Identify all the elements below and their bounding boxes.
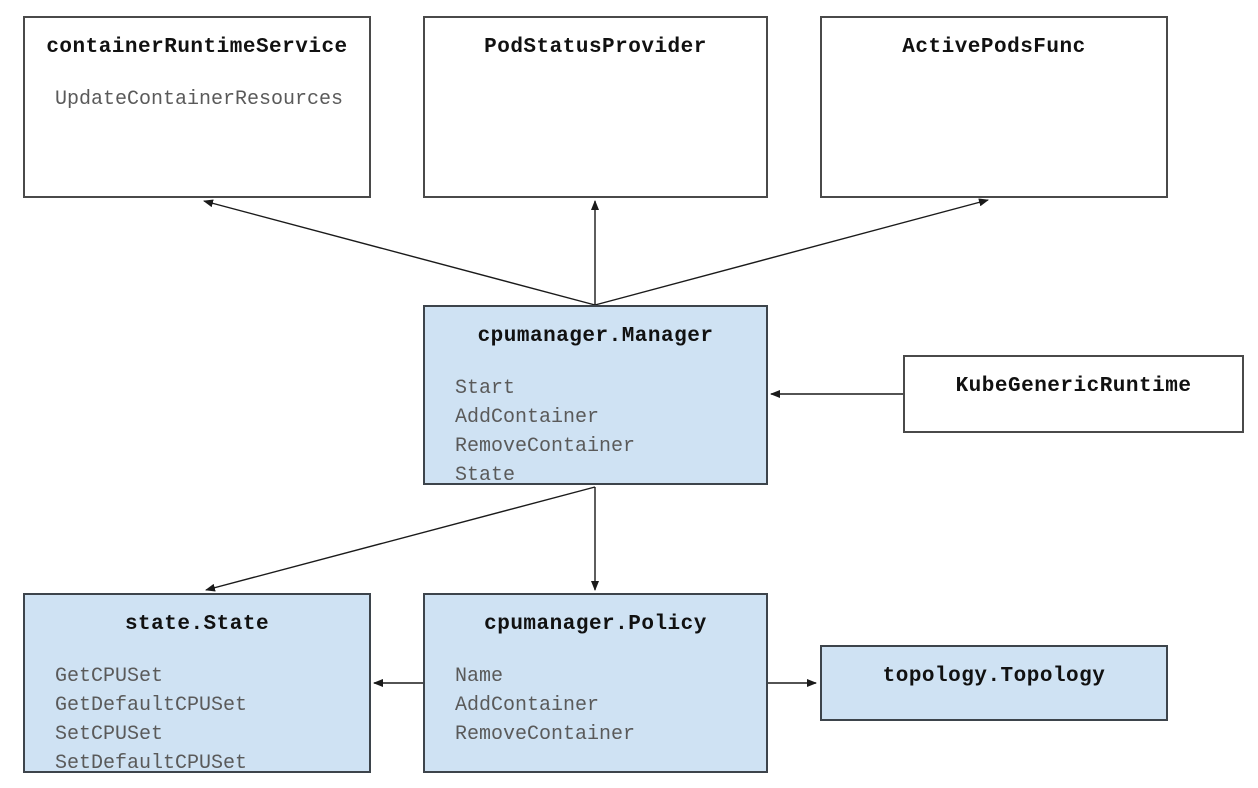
method: Start bbox=[455, 377, 516, 400]
method-list: Start AddContainer RemoveContainer State bbox=[425, 374, 766, 490]
node-active-pods-func: ActivePodsFunc bbox=[820, 16, 1168, 198]
node-container-runtime-service: containerRuntimeService UpdateContainerR… bbox=[23, 16, 371, 198]
method: RemoveContainer bbox=[455, 435, 636, 458]
node-title: cpumanager.Policy bbox=[484, 613, 707, 636]
arrow-cpumanager_manager-to-container_runtime_service bbox=[203, 199, 596, 306]
method: UpdateContainerResources bbox=[55, 88, 344, 111]
node-title: ActivePodsFunc bbox=[902, 36, 1086, 59]
node-title: KubeGenericRuntime bbox=[955, 375, 1192, 398]
node-cpumanager-manager: cpumanager.Manager Start AddContainer Re… bbox=[423, 305, 768, 487]
method-list: GetCPUSet GetDefaultCPUSet SetCPUSet Set… bbox=[25, 662, 369, 778]
method: AddContainer bbox=[455, 694, 600, 717]
method: SetCPUSet bbox=[55, 723, 164, 746]
method-list: UpdateContainerResources bbox=[25, 85, 369, 114]
method-list: Name AddContainer RemoveContainer bbox=[425, 662, 766, 749]
arrow-cpumanager_manager-to-active_pods_func bbox=[594, 198, 989, 306]
node-state-state: state.State GetCPUSet GetDefaultCPUSet S… bbox=[23, 593, 371, 775]
method: State bbox=[455, 464, 516, 487]
node-title: PodStatusProvider bbox=[484, 36, 707, 59]
method: GetCPUSet bbox=[55, 665, 164, 688]
arrow-cpumanager_manager-to-state_state bbox=[205, 486, 596, 592]
method: SetDefaultCPUSet bbox=[55, 752, 248, 775]
node-cpumanager-policy: cpumanager.Policy Name AddContainer Remo… bbox=[423, 593, 768, 773]
method: GetDefaultCPUSet bbox=[55, 694, 248, 717]
node-title: topology.Topology bbox=[882, 665, 1106, 688]
method: Name bbox=[455, 665, 504, 688]
node-title: cpumanager.Manager bbox=[477, 325, 714, 348]
method: RemoveContainer bbox=[455, 723, 636, 746]
node-title: state.State bbox=[124, 613, 270, 636]
node-title: containerRuntimeService bbox=[46, 36, 348, 59]
node-pod-status-provider: PodStatusProvider bbox=[423, 16, 768, 198]
node-kube-generic-runtime: KubeGenericRuntime bbox=[903, 355, 1244, 433]
method: AddContainer bbox=[455, 406, 600, 429]
node-topology-topology: topology.Topology bbox=[820, 645, 1168, 721]
